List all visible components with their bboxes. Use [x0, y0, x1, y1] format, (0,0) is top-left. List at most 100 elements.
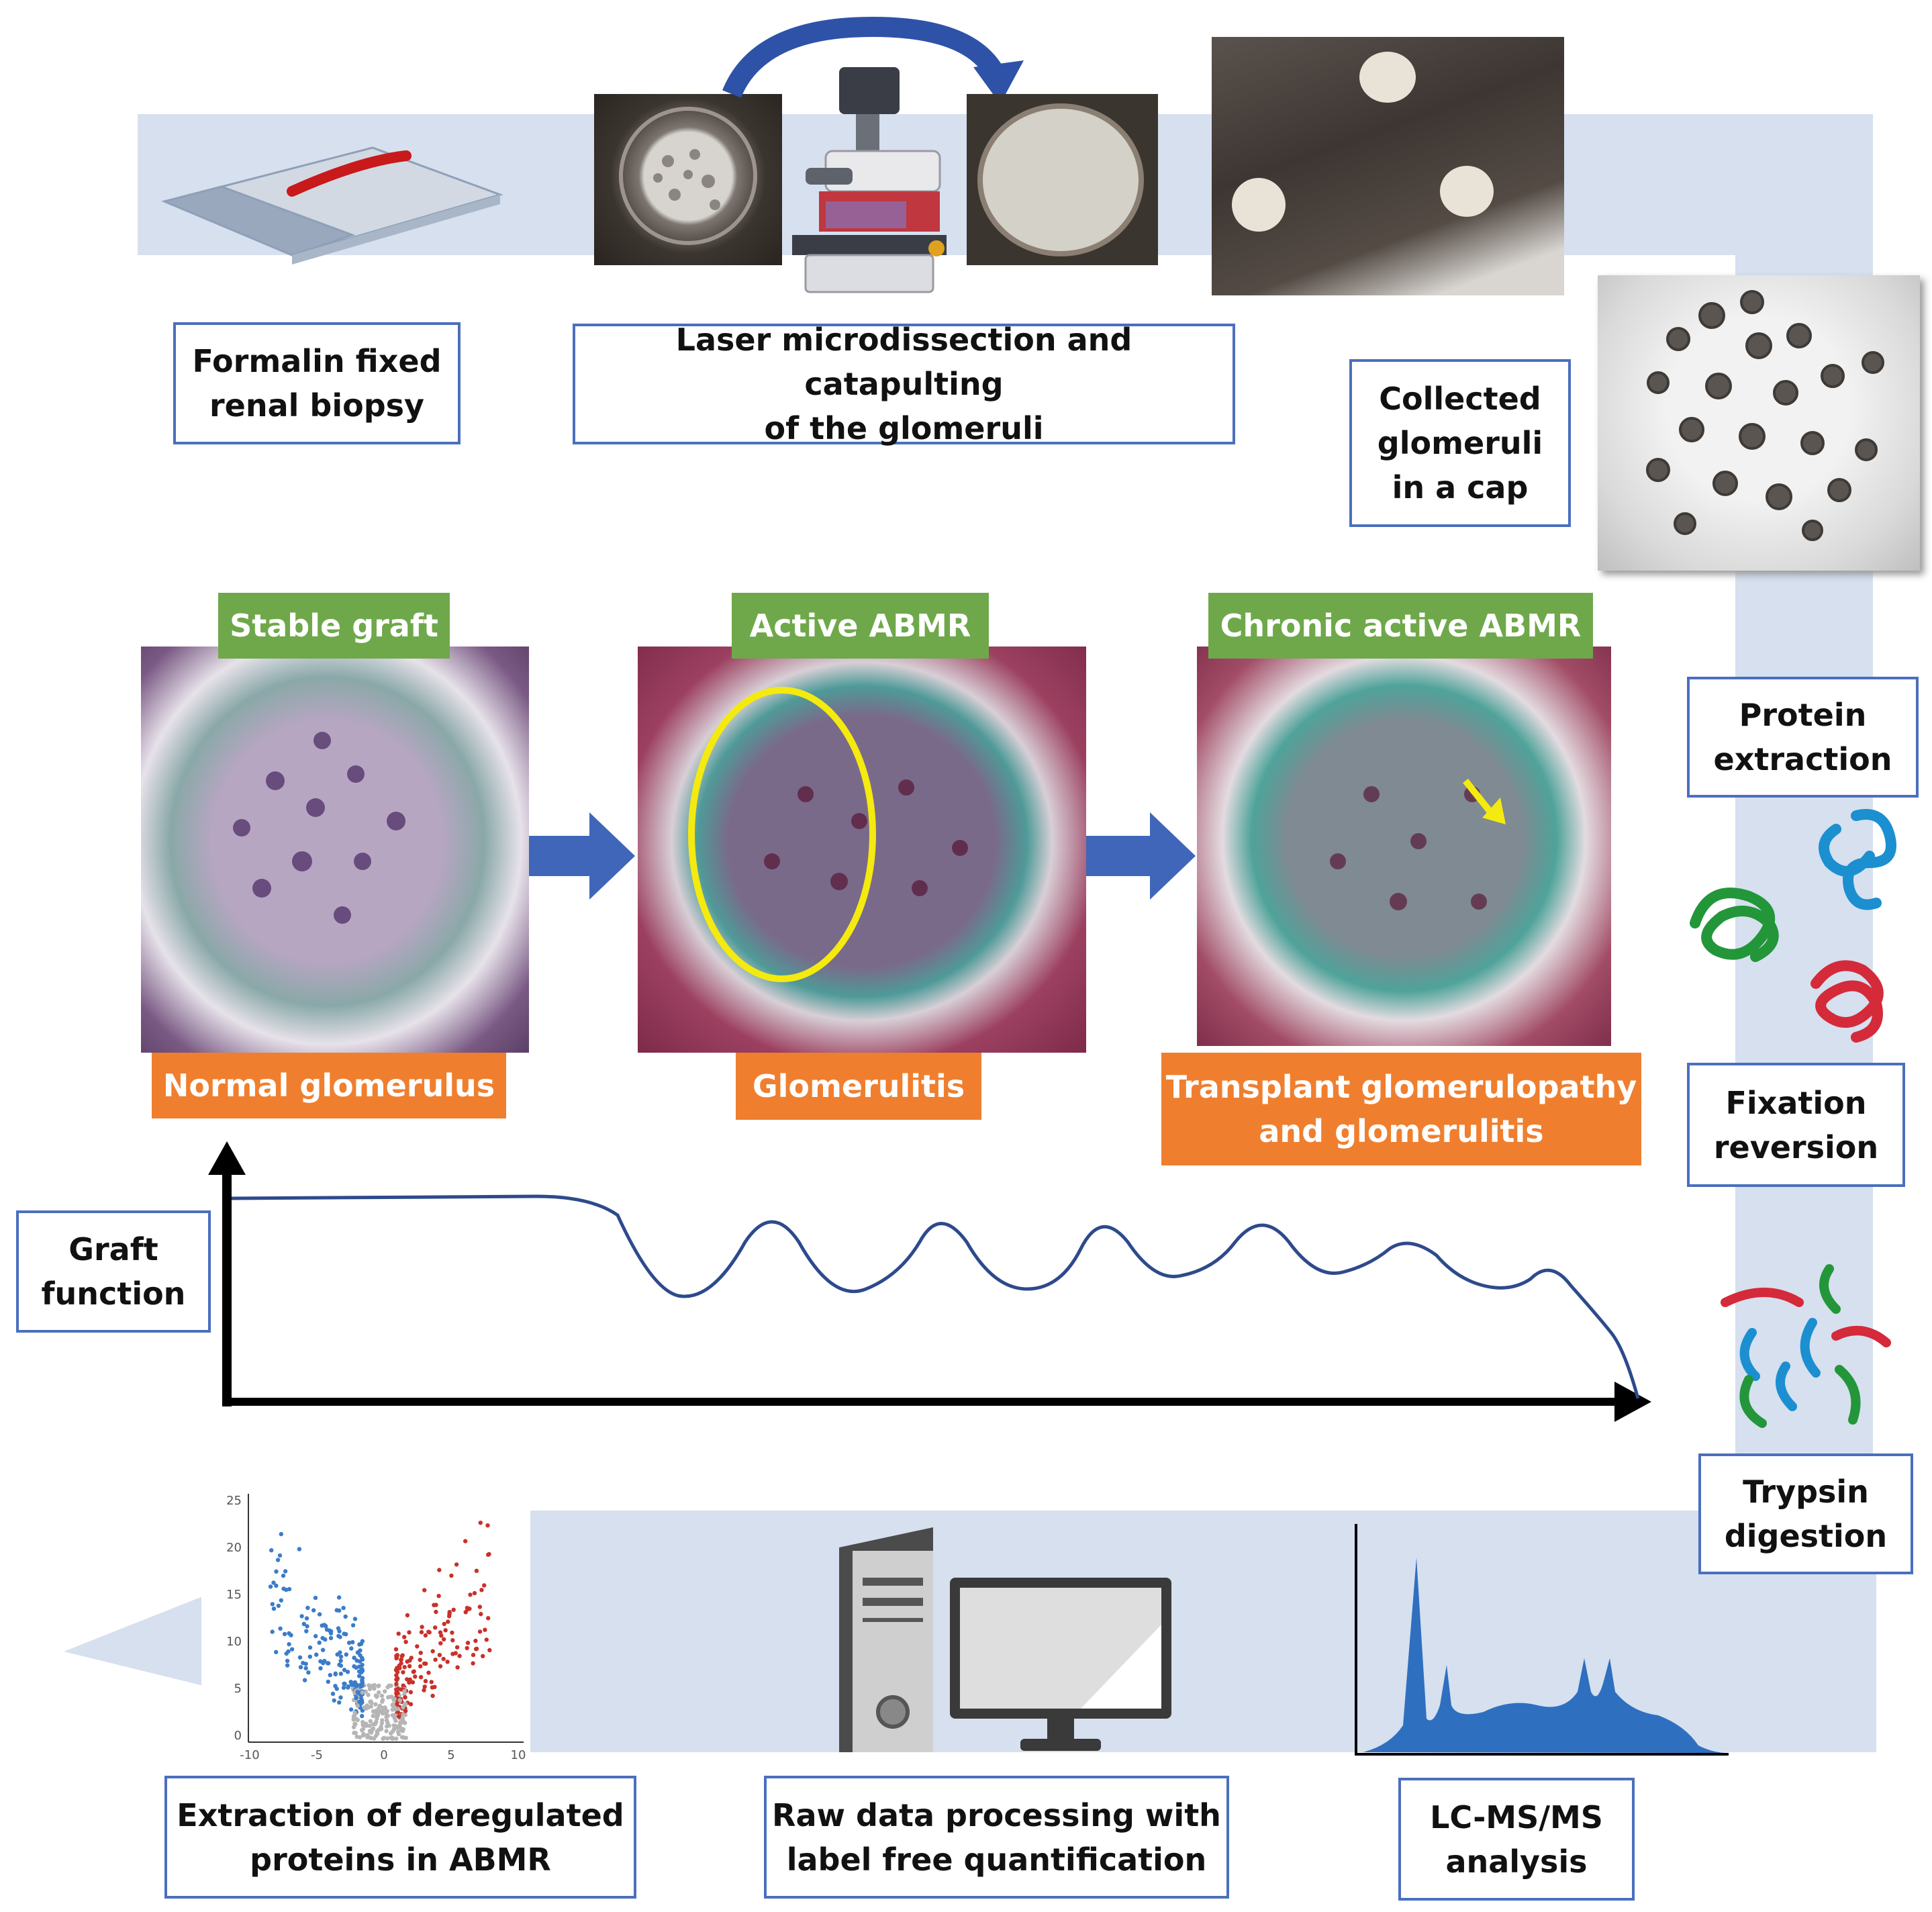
volcano-point — [385, 1709, 389, 1713]
volcano-point — [281, 1586, 286, 1591]
volcano-point — [299, 1614, 304, 1619]
volcano-point — [410, 1680, 416, 1684]
volcano-point — [412, 1669, 416, 1674]
volcano-point — [305, 1605, 310, 1611]
volcano-point — [401, 1670, 405, 1675]
volcano-x-tick: -5 — [311, 1748, 323, 1762]
progression-arrow-1 — [529, 812, 635, 900]
computer-icon — [839, 1527, 1171, 1752]
volcano-point — [394, 1673, 399, 1678]
volcano-point — [270, 1602, 275, 1607]
volcano-point — [418, 1658, 422, 1662]
volcano-point — [371, 1722, 376, 1727]
volcano-point — [338, 1695, 343, 1700]
volcano-x-tick: 10 — [511, 1748, 526, 1762]
volcano-point — [465, 1645, 469, 1651]
raw-data-processing-box: Raw data processing with label free quan… — [764, 1776, 1229, 1899]
transplant-glomerulopathy-tag: Transplant glomerulopathy and glomerulit… — [1161, 1053, 1641, 1165]
volcano-point — [270, 1629, 275, 1634]
active-abmr-histology-image — [638, 647, 1086, 1053]
volcano-point — [368, 1719, 373, 1723]
volcano-point — [377, 1683, 381, 1688]
volcano-point — [394, 1690, 399, 1695]
volcano-point — [446, 1614, 452, 1619]
volcano-point — [352, 1680, 357, 1685]
stable-graft-tag: Stable graft — [218, 593, 450, 659]
volcano-point — [289, 1633, 293, 1637]
volcano-point — [450, 1652, 455, 1656]
volcano-point — [408, 1690, 414, 1694]
extraction-deregulated-box: Extraction of deregulated proteins in AB… — [164, 1776, 636, 1899]
volcano-point — [377, 1727, 382, 1732]
volcano-point — [371, 1713, 375, 1719]
peptides-icon — [1721, 1264, 1891, 1428]
biopsy-section-image — [1212, 37, 1564, 295]
stable-graft-histology-image — [141, 647, 529, 1053]
volcano-point — [359, 1656, 365, 1660]
volcano-x-tick: -10 — [240, 1748, 259, 1762]
volcano-point — [396, 1731, 401, 1737]
volcano-point — [394, 1682, 399, 1686]
volcano-point — [285, 1658, 290, 1664]
volcano-point — [384, 1729, 389, 1733]
volcano-point — [413, 1674, 418, 1679]
volcano-point — [398, 1721, 403, 1726]
glass-slide-icon — [161, 146, 503, 265]
volcano-point — [408, 1702, 414, 1707]
volcano-point — [355, 1650, 360, 1655]
volcano-point — [433, 1658, 438, 1662]
volcano-point — [479, 1588, 484, 1592]
glomerulitis-tag: Glomerulitis — [736, 1053, 981, 1120]
volcano-point — [307, 1654, 312, 1659]
volcano-point — [467, 1607, 472, 1611]
chronic-abmr-histology-image — [1197, 647, 1611, 1046]
fixation-reversal-box: Fixation reversion — [1687, 1063, 1905, 1187]
volcano-point — [336, 1626, 341, 1631]
volcano-point — [471, 1661, 475, 1666]
volcano-point — [423, 1678, 428, 1684]
volcano-point — [297, 1547, 302, 1551]
volcano-point — [401, 1705, 405, 1710]
volcano-point — [385, 1713, 390, 1718]
volcano-point — [355, 1703, 360, 1709]
volcano-point — [276, 1603, 281, 1609]
volcano-point — [305, 1624, 309, 1629]
volcano-point — [275, 1558, 281, 1562]
volcano-point — [386, 1695, 391, 1700]
volcano-point — [426, 1670, 431, 1675]
volcano-point — [423, 1633, 428, 1638]
volcano-point — [301, 1621, 306, 1627]
volcano-point — [369, 1699, 373, 1704]
volcano-point — [338, 1658, 343, 1663]
volcano-point — [356, 1674, 362, 1678]
volcano-point — [360, 1727, 366, 1731]
volcano-point — [390, 1713, 395, 1717]
volcano-point — [437, 1653, 442, 1658]
volcano-point — [357, 1735, 363, 1739]
volcano-point — [487, 1551, 491, 1557]
volcano-point — [324, 1624, 328, 1629]
volcano-point — [442, 1637, 446, 1641]
collected-step-box: Collected glomeruli in a cap — [1349, 359, 1571, 527]
volcano-point — [422, 1684, 427, 1689]
volcano-point — [473, 1647, 479, 1652]
volcano-point — [342, 1682, 347, 1686]
volcano-point — [304, 1629, 309, 1633]
volcano-point — [343, 1614, 348, 1619]
volcano-point — [418, 1650, 423, 1656]
volcano-point — [311, 1608, 316, 1613]
volcano-point — [351, 1714, 356, 1719]
volcano-point — [354, 1658, 359, 1663]
volcano-point — [463, 1610, 468, 1615]
volcano-point — [357, 1699, 362, 1705]
volcano-point — [367, 1683, 371, 1688]
volcano-point — [352, 1731, 356, 1735]
volcano-point — [437, 1568, 442, 1572]
protein-extraction-box: Protein extraction — [1687, 677, 1919, 798]
volcano-point — [380, 1718, 385, 1723]
volcano-point — [363, 1689, 368, 1694]
volcano-y-tick: 10 — [226, 1635, 242, 1649]
volcano-point — [418, 1675, 424, 1680]
volcano-point — [360, 1669, 365, 1674]
volcano-point — [360, 1713, 365, 1719]
